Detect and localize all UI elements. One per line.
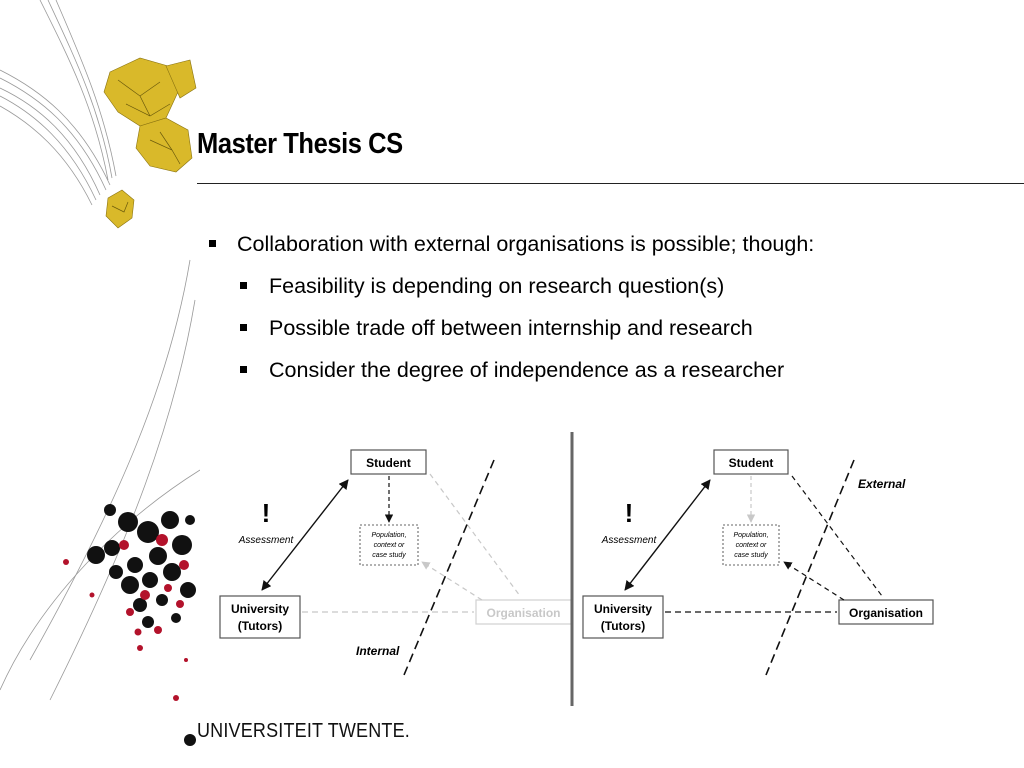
assessment-exclamation-icon: ! — [262, 498, 271, 528]
university-box — [219, 595, 301, 639]
organisation-to-population-arrow — [783, 561, 845, 601]
student-box — [713, 449, 789, 475]
square-bullet-icon — [240, 324, 247, 331]
organisation-label: Organisation — [486, 606, 560, 620]
population-line-2: context or — [736, 542, 767, 549]
bullet-text: Collaboration with external organisation… — [237, 232, 815, 256]
student-to-organisation-link — [791, 475, 883, 597]
dot-cluster — [63, 504, 196, 746]
sub-bullet-item: Possible trade off between internship an… — [207, 315, 814, 341]
title-divider — [197, 183, 1024, 184]
organisation-label: Organisation — [849, 606, 923, 620]
population-line-3: case study — [734, 552, 768, 559]
diagram-external: Student ! Assessment Population, context… — [582, 449, 934, 676]
swoosh-lines — [0, 0, 200, 701]
external-boundary-line — [765, 459, 855, 676]
assessment-arrow — [624, 479, 711, 591]
university-label-line-2: (Tutors) — [238, 619, 282, 633]
square-bullet-icon — [209, 240, 216, 247]
assessment-label: Assessment — [238, 535, 295, 546]
population-line-1: Population, — [371, 532, 406, 539]
sub-bullet-item: Feasibility is depending on research que… — [207, 273, 814, 299]
decorative-artwork — [0, 0, 200, 746]
internal-zone-label: Internal — [356, 644, 400, 658]
assessment-label: Assessment — [601, 535, 658, 546]
student-label: Student — [366, 456, 411, 470]
diagram-internal: Student ! Assessment Population, context… — [219, 449, 572, 676]
organisation-box — [838, 599, 934, 625]
bullet-text: Possible trade off between internship an… — [269, 316, 753, 340]
external-zone-label: External — [858, 477, 906, 491]
university-label-line-2: (Tutors) — [601, 619, 645, 633]
bullet-list: Collaboration with external organisation… — [207, 231, 814, 399]
bullet-item: Collaboration with external organisation… — [207, 231, 814, 257]
assessment-arrow — [261, 479, 349, 591]
slide-title: Master Thesis CS — [197, 128, 403, 160]
organisation-box — [475, 599, 572, 625]
collaboration-diagram: Student ! Assessment Population, context… — [219, 432, 934, 706]
population-line-1: Population, — [733, 532, 768, 539]
population-line-2: context or — [374, 542, 405, 549]
population-box — [722, 524, 780, 566]
population-line-3: case study — [372, 552, 406, 559]
gold-cluster-mesh — [111, 79, 181, 213]
gold-cluster — [103, 57, 197, 229]
internal-boundary-line — [403, 459, 495, 676]
university-label-line-1: University — [231, 602, 289, 616]
organisation-to-population-arrow — [421, 561, 483, 601]
university-box — [582, 595, 664, 639]
square-bullet-icon — [240, 282, 247, 289]
student-label: Student — [729, 456, 774, 470]
bullet-text: Consider the degree of independence as a… — [269, 358, 785, 382]
university-label-line-1: University — [594, 602, 652, 616]
sub-bullet-item: Consider the degree of independence as a… — [207, 357, 814, 383]
university-logo: UNIVERSITEIT TWENTE. — [197, 720, 410, 742]
square-bullet-icon — [240, 366, 247, 373]
bullet-text: Feasibility is depending on research que… — [269, 274, 725, 298]
student-box — [350, 449, 427, 475]
assessment-exclamation-icon: ! — [625, 498, 634, 528]
population-box — [359, 524, 419, 566]
student-to-organisation-link — [429, 473, 521, 597]
